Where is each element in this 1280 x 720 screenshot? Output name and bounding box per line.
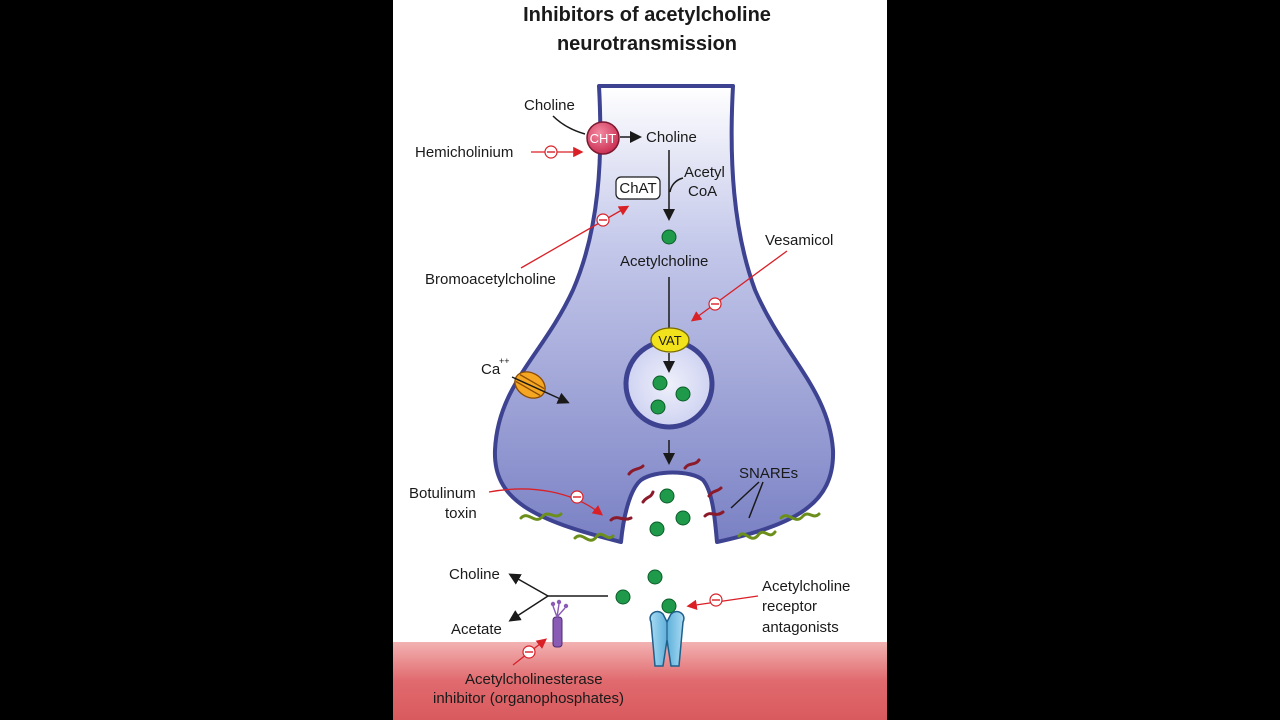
vesamicol-label: Vesamicol [765,232,833,249]
acetylcholine-diagram: Inhibitors of acetylcholine neurotransmi… [393,4,887,720]
cht-label: CHT [590,131,617,146]
receptor-antagonist-arrow [686,595,759,611]
cht-transporter [586,121,620,155]
acetylcholine-molecule-icon [661,229,677,245]
vat-label: VAT [658,333,681,348]
botulinum-label-line-2: toxin [445,505,477,522]
botulinum-minus-icon [570,490,584,504]
ache-inhibitor-minus-icon [522,645,536,659]
acetate-product-arrow [508,595,549,622]
receptor-antagonist-label-line-3: antagonists [762,619,839,636]
cleft-molecule-icon [661,598,677,614]
snares-label: SNAREs [739,465,798,482]
cleft-molecule-icon [647,569,663,585]
vat-transporter [650,327,690,353]
bromoacetylcholine-label: Bromoacetylcholine [425,271,556,288]
diagram-panel: Inhibitors of acetylcholine neurotransmi… [393,0,887,720]
acetylcholinesterase-icon [550,599,569,648]
bromoacetylcholine-minus-icon [596,213,610,227]
botulinum-arrow [488,488,604,516]
vesicle-molecule-icon [675,386,691,402]
coa-label: CoA [688,183,717,200]
acetylcholine-label: Acetylcholine [620,253,708,270]
ache-inhibitor-label-line-1: Acetylcholinesterase [465,671,603,688]
bromoacetylcholine-arrow [520,205,630,269]
chat-label: ChAT [619,180,656,197]
choline-extracellular-label: Choline [524,97,575,114]
calcium-charge-label: ++ [499,356,510,366]
vesicle-molecule-icon [650,399,666,415]
snares-pointer-right [748,481,764,519]
nerve-terminal [492,84,836,544]
hemicholinium-minus-icon [544,145,558,159]
cleft-molecule-icon [615,589,631,605]
snares-pointer-left [730,481,760,509]
snare-proteins [609,458,725,522]
postsynaptic-membrane [393,642,887,720]
calcium-label: Ca [481,361,501,378]
calcium-influx-arrow [511,376,570,404]
choline-uptake-line [552,115,586,135]
vesamicol-minus-icon [708,297,722,311]
acetate-label: Acetate [451,621,502,638]
fusion-molecule-icon [675,510,691,526]
receptor-antagonist-label-line-1: Acetylcholine [762,578,850,595]
vesamicol-arrow [690,250,788,322]
hemicholinium-label: Hemicholinium [415,144,513,161]
acetyl-label: Acetyl [684,164,725,181]
vesicle-molecule-icon [652,375,668,391]
fusion-molecule-icon [659,488,675,504]
fusion-molecule-icon [649,521,665,537]
ache-inhibitor-label-line-2: inhibitor (organophosphates) [433,690,624,707]
receptor-antagonist-label-line-2: receptor [762,598,817,615]
acetylcholine-receptor-icon [649,610,685,667]
chat-enzyme-box [615,176,661,200]
botulinum-label-line-1: Botulinum [409,485,476,502]
choline-product-arrow [508,573,549,597]
choline-intracellular-label: Choline [646,129,697,146]
acetyl-coa-line [669,177,684,193]
snare-anchors [519,512,821,542]
choline-product-label: Choline [449,566,500,583]
receptor-antagonist-minus-icon [709,593,723,607]
title-line-1: Inhibitors of acetylcholine [523,4,771,26]
title-line-2: neurotransmission [557,33,737,55]
